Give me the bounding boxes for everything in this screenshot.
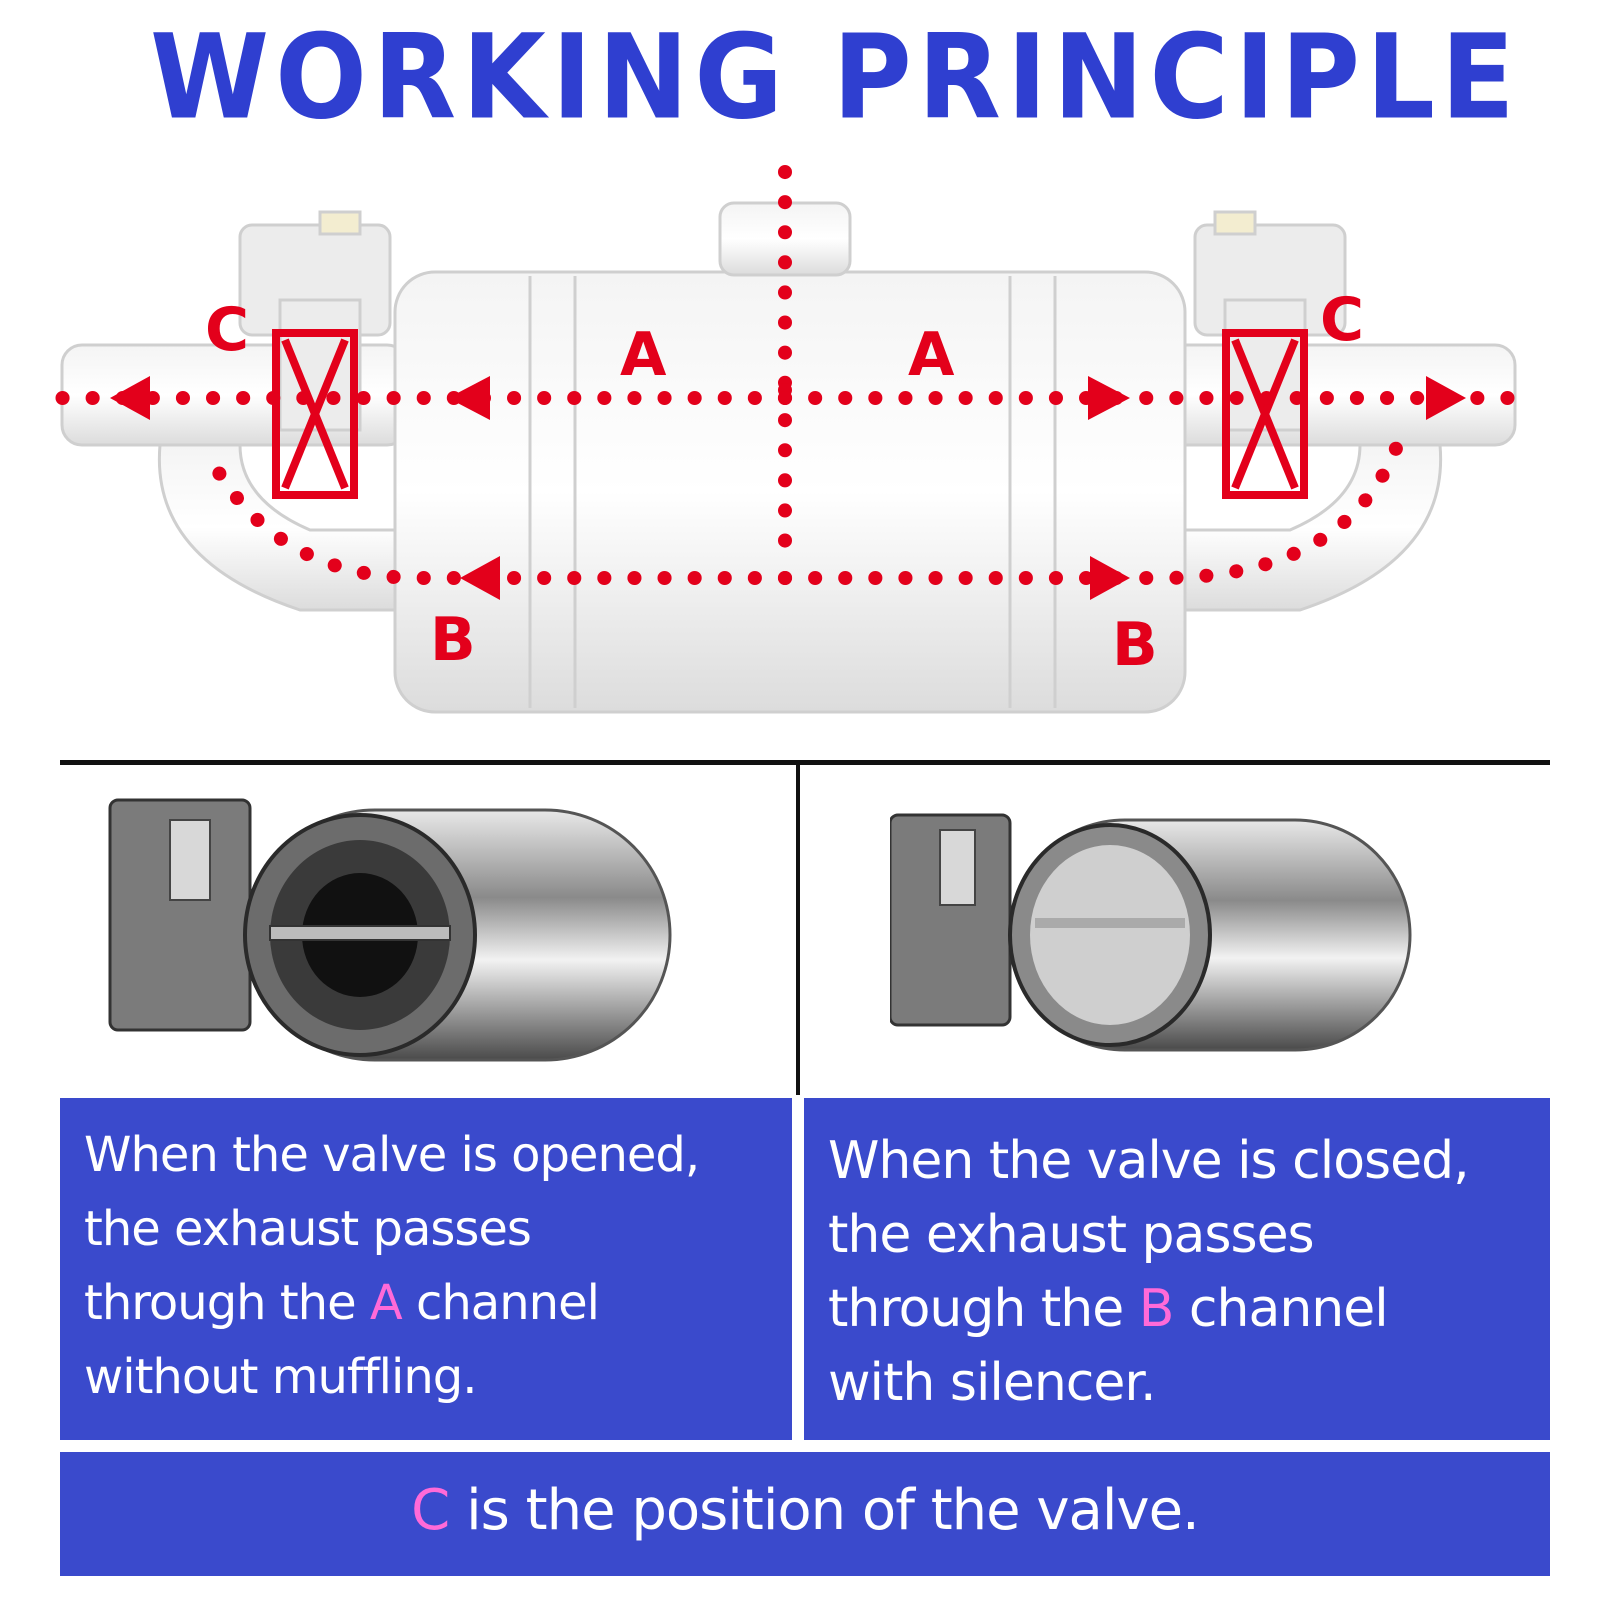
- open-valve-line-3-post: channel: [401, 1275, 600, 1331]
- channel-b-letter: B: [1138, 1279, 1175, 1339]
- label-a-right: A: [908, 320, 955, 390]
- flow-path-b-left: [198, 441, 792, 585]
- divider-horizontal: [60, 760, 1550, 765]
- valve-actuator-left: [238, 210, 392, 432]
- exhaust-tip-closed-valve: [890, 813, 1412, 1052]
- valve-c-letter: C: [411, 1478, 450, 1543]
- label-a-left: A: [620, 320, 667, 390]
- valve-marker-left: [272, 329, 358, 499]
- arrow-b-right: [1090, 556, 1130, 600]
- closed-valve-line-1: When the valve is closed,: [828, 1131, 1470, 1191]
- valve-marker-right: [1222, 329, 1308, 499]
- label-b-left: B: [430, 605, 476, 675]
- arrow-a-right-inner: [1088, 376, 1130, 420]
- page-title: WORKING PRINCIPLE: [150, 10, 1521, 146]
- open-valve-line-3-pre: through the: [84, 1275, 370, 1331]
- label-b-right: B: [1112, 610, 1158, 680]
- open-valve-line-2: the exhaust passes: [84, 1201, 532, 1257]
- muffler-flow-diagram: A A B B C C: [41, 165, 1542, 714]
- label-c-right: C: [1320, 285, 1364, 355]
- arrow-a-left-inner: [448, 376, 490, 420]
- flow-path-b-right: [778, 431, 1407, 585]
- channel-a-letter: A: [369, 1275, 403, 1331]
- valve-position-text: C is the position of the valve.: [60, 1466, 1550, 1556]
- closed-valve-line-3-post: channel: [1173, 1279, 1389, 1339]
- closed-valve-panel: When the valve is closed, the exhaust pa…: [804, 1098, 1550, 1440]
- divider-vertical: [796, 765, 800, 1095]
- open-valve-line-3: through the A channel: [84, 1266, 768, 1340]
- arrow-a-left-outer: [110, 376, 150, 420]
- open-valve-panel: When the valve is opened, the exhaust pa…: [60, 1098, 792, 1440]
- exhaust-tip-open-valve: [108, 798, 672, 1062]
- closed-valve-line-3-pre: through the: [828, 1279, 1139, 1339]
- closed-valve-line-4: with silencer.: [828, 1353, 1157, 1413]
- open-valve-line-1: When the valve is opened,: [84, 1127, 700, 1183]
- label-c-left: C: [205, 295, 249, 365]
- arrow-a-right-outer: [1426, 376, 1466, 420]
- flow-arrows: [110, 376, 1466, 600]
- arrow-b-left: [460, 556, 500, 600]
- open-valve-line-4: without muffling.: [84, 1349, 478, 1405]
- closed-valve-line-3: through the B channel: [828, 1272, 1526, 1346]
- closed-valve-line-2: the exhaust passes: [828, 1205, 1315, 1265]
- valve-position-caption: is the position of the valve.: [449, 1478, 1200, 1543]
- flow-paths: [41, 165, 1542, 585]
- valve-position-panel: C is the position of the valve.: [60, 1452, 1550, 1576]
